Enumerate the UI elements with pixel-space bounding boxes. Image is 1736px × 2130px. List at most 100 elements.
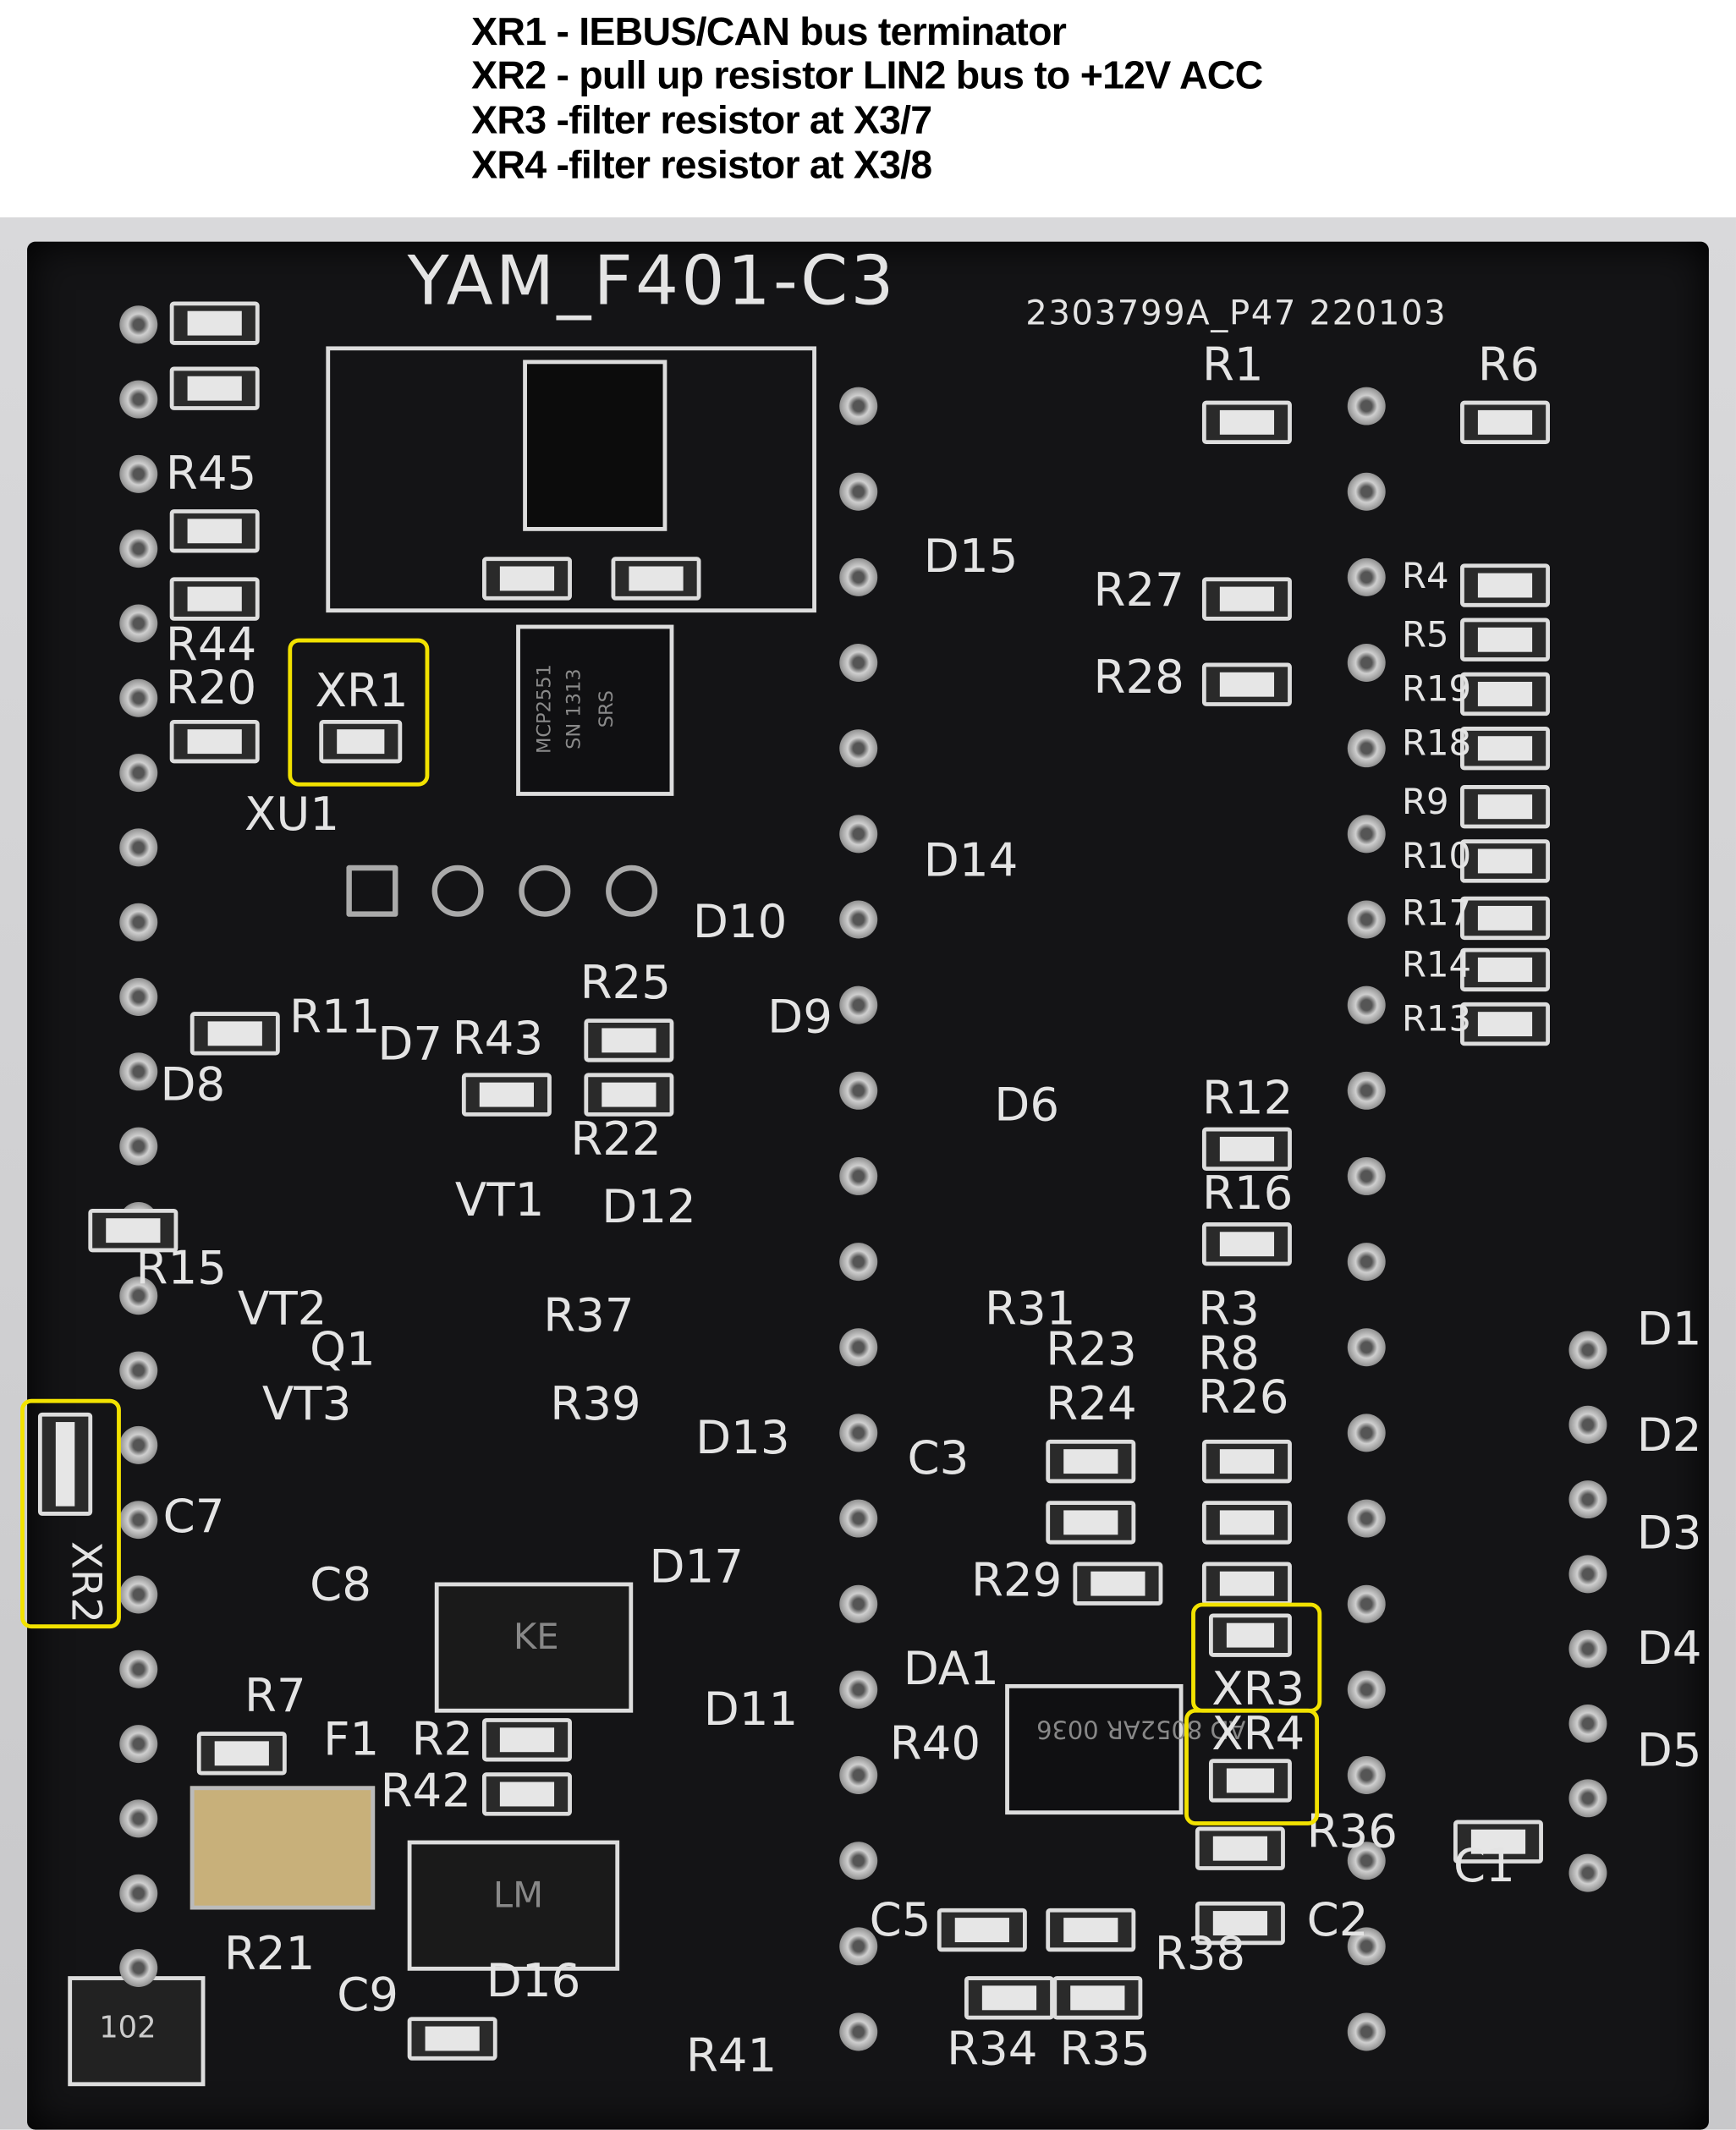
through-hole-pad: [1568, 1629, 1607, 1668]
silk-label-r37: R37: [543, 1288, 635, 1343]
silk-label-r45: R45: [165, 447, 257, 502]
through-hole-pad: [1568, 1853, 1607, 1892]
through-hole-pad: [839, 1156, 878, 1195]
silk-label-r10: R10: [1401, 837, 1472, 878]
silk-label-r40: R40: [889, 1716, 981, 1771]
through-hole-pad: [119, 1949, 158, 1987]
smd-component: [1460, 400, 1550, 445]
through-hole-pad: [1347, 1328, 1386, 1367]
through-hole-pad: [1347, 900, 1386, 939]
xr4-jumper-pad: [1208, 1759, 1292, 1803]
silk-label-d10: D10: [692, 895, 788, 950]
through-hole-pad: [119, 1052, 158, 1091]
silk-label-r34: R34: [947, 2022, 1038, 2077]
smd-component: [1201, 1127, 1292, 1172]
header-pad: [519, 865, 571, 917]
silk-label-d12: D12: [602, 1180, 696, 1235]
through-hole-pad: [1347, 815, 1386, 854]
through-hole-pad: [839, 2012, 878, 2051]
chip-mark-mcp2551: MCP2551: [534, 664, 556, 755]
silk-label-r31: R31: [985, 1282, 1076, 1337]
through-hole-pad: [1568, 1405, 1607, 1444]
through-hole-pad: [1347, 1756, 1386, 1794]
silk-label-r43: R43: [452, 1012, 544, 1067]
r21-resistor: 102: [68, 1976, 206, 2087]
silk-label-r2: R2: [411, 1712, 474, 1767]
silk-label-r12: R12: [1201, 1071, 1294, 1127]
silk-label-r29: R29: [971, 1553, 1063, 1609]
note-xr4: XR4 -filter resistor at X3/8: [471, 144, 932, 188]
smd-component: [1052, 1976, 1143, 2020]
dd2-chip: MCP2551 SN 1313 SRS: [516, 624, 674, 796]
smd-component: [1460, 896, 1550, 941]
silk-label-r22: R22: [570, 1112, 662, 1167]
silk-label-r39: R39: [550, 1377, 641, 1432]
silk-label-r26: R26: [1198, 1370, 1289, 1425]
smd-component: [1460, 839, 1550, 883]
through-hole-pad: [839, 900, 878, 939]
silk-label-c8: C8: [310, 1557, 371, 1612]
silk-label-r1: R1: [1201, 338, 1264, 393]
silk-label-d2: D2: [1636, 1408, 1702, 1463]
board-code: 2303799A_P47 220103: [1025, 293, 1448, 333]
highlight-xr1: [288, 638, 430, 787]
through-hole-pad: [839, 985, 878, 1024]
smd-component: [1460, 563, 1550, 607]
through-hole-pad: [1347, 1584, 1386, 1623]
smd-component: [937, 1908, 1027, 1952]
silk-label-r11: R11: [288, 990, 381, 1045]
silk-label-vt3: VT3: [261, 1377, 352, 1432]
through-hole-pad: [839, 1499, 878, 1538]
through-hole-pad: [1347, 1071, 1386, 1110]
through-hole-pad: [1347, 1499, 1386, 1538]
silk-label-r41: R41: [685, 2028, 777, 2083]
silk-label-r21: R21: [223, 1927, 316, 1982]
through-hole-pad: [119, 380, 158, 419]
through-hole-pad: [119, 1874, 158, 1913]
silk-label-c5: C5: [869, 1893, 931, 1948]
through-hole-pad: [119, 1351, 158, 1390]
silk-label-da1: DA1: [903, 1642, 999, 1697]
smd-component: [169, 366, 260, 410]
chip-mark-sn1313: SN 1313: [563, 668, 586, 749]
silk-label-r5: R5: [1401, 615, 1449, 656]
through-hole-pad: [1347, 1414, 1386, 1452]
through-hole-pad: [1347, 557, 1386, 596]
through-hole-pad: [1347, 2012, 1386, 2051]
silk-label-r9: R9: [1401, 782, 1449, 823]
through-hole-pad: [839, 1756, 878, 1794]
silk-label-r28: R28: [1093, 651, 1184, 705]
silk-label-d6: D6: [994, 1078, 1060, 1134]
silk-label-r42: R42: [380, 1764, 471, 1819]
through-hole-pad: [839, 815, 878, 854]
through-hole-pad: [1347, 644, 1386, 683]
board-title: YAM_F401-C3: [407, 241, 897, 321]
silk-label-r35: R35: [1059, 2022, 1151, 2077]
through-hole-pad: [119, 604, 158, 643]
silk-label-r6: R6: [1477, 338, 1540, 393]
smd-component: [1460, 672, 1550, 716]
dd1-chip: [523, 360, 667, 531]
through-hole-pad: [1347, 1670, 1386, 1709]
silk-label-d11: D11: [703, 1683, 799, 1737]
through-hole-pad: [839, 1414, 878, 1452]
through-hole-pad: [119, 1127, 158, 1166]
smd-component: [964, 1976, 1054, 2020]
smd-component: [1046, 1439, 1136, 1484]
silk-label-c9: C9: [337, 1968, 399, 2023]
silk-label-xr3: XR3: [1211, 1662, 1305, 1717]
through-hole-pad: [1347, 1156, 1386, 1195]
smd-component: [584, 1073, 674, 1117]
smd-component: [1201, 662, 1292, 706]
smd-component: [169, 719, 260, 764]
through-hole-pad: [119, 754, 158, 793]
silk-label-d16: D16: [486, 1954, 581, 2009]
silk-label-d5: D5: [1636, 1723, 1702, 1778]
through-hole-pad: [119, 305, 158, 344]
silk-label-vt1: VT1: [454, 1173, 545, 1228]
smd-component: [584, 1018, 674, 1062]
through-hole-pad: [119, 1725, 158, 1764]
through-hole-pad: [839, 729, 878, 768]
silk-label-d13: D13: [695, 1411, 790, 1466]
xr2-jumper-pad: [37, 1412, 93, 1516]
